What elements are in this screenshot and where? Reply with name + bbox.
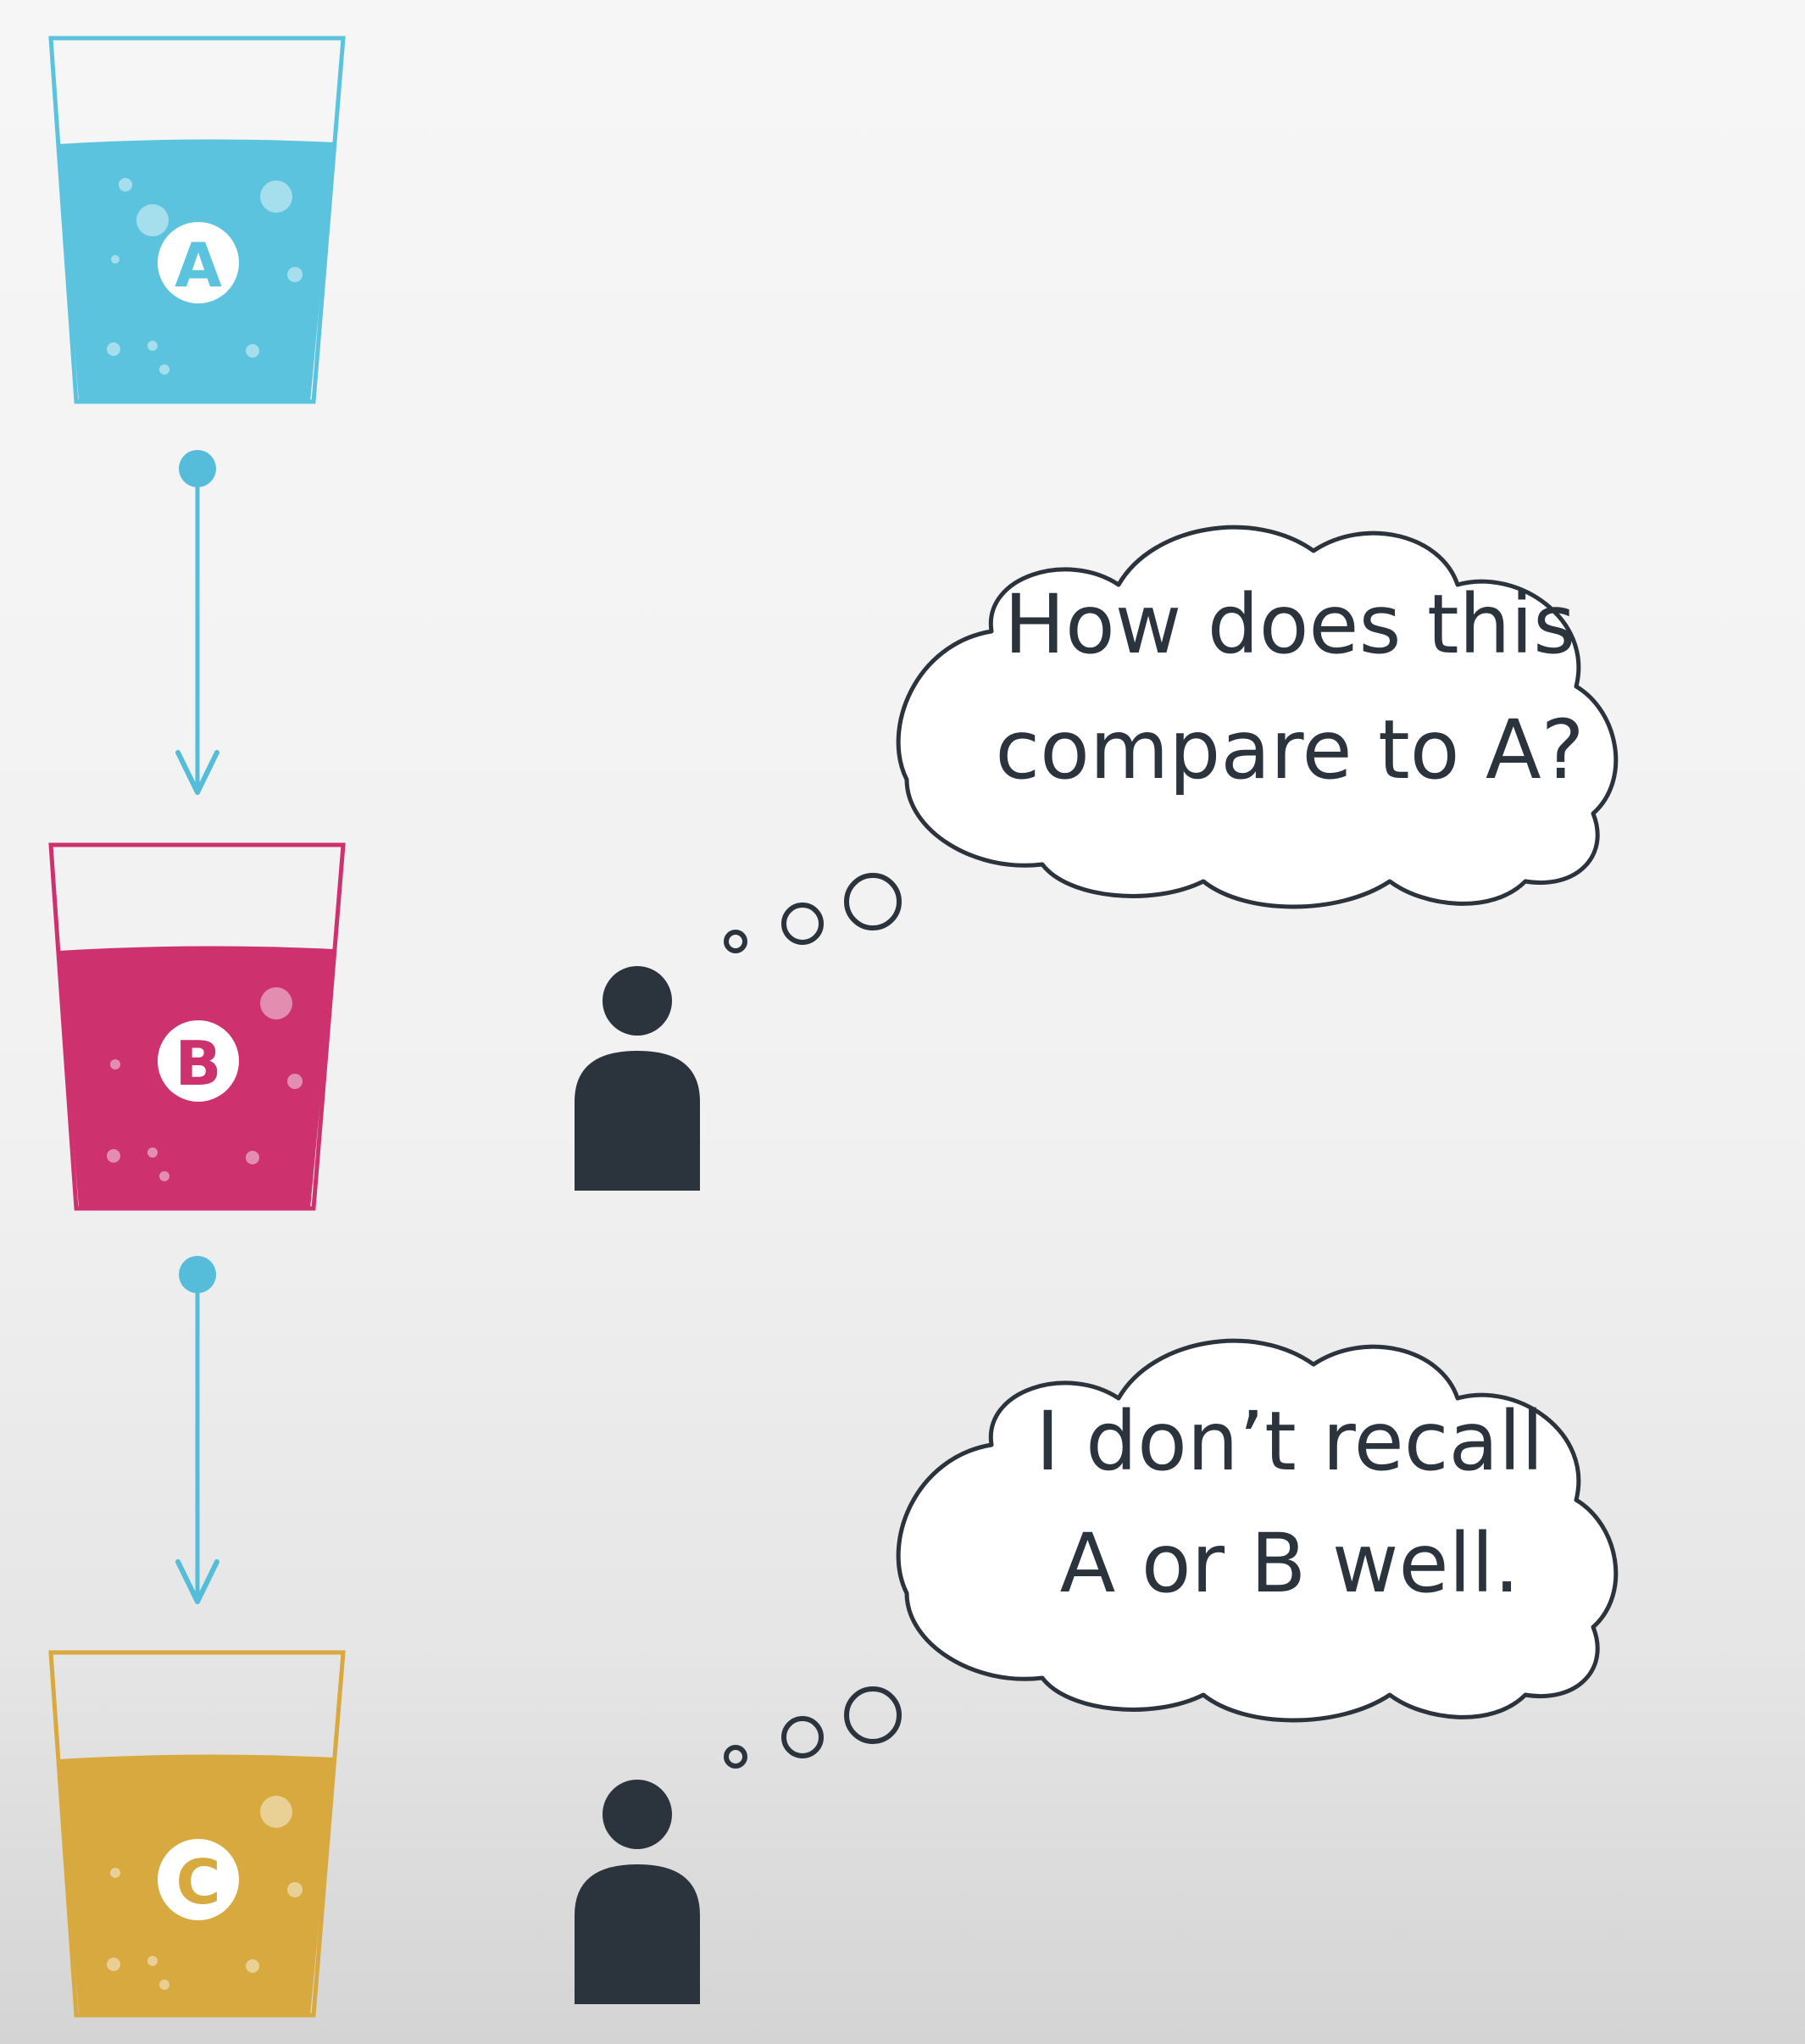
thought-bubble-1: How does this compare to A? [896, 525, 1619, 909]
arrow-b-to-c [175, 1256, 219, 1604]
cup-c: C [48, 1650, 346, 2018]
cup-b-letter: B [175, 1028, 222, 1099]
cup-a-bubbles [107, 178, 303, 375]
cup-a: A [48, 36, 346, 404]
cup-c-bubbles [107, 1796, 303, 1990]
thought-2-line-1: I don’t recall [1036, 1394, 1543, 1489]
thought-1-line-2: compare to A? [995, 703, 1584, 797]
cup-c-letter: C [176, 1847, 221, 1918]
cup-b: B [48, 842, 346, 1211]
cup-b-badge [158, 1020, 239, 1102]
cup-a-badge [158, 222, 239, 303]
thought-bubble-2: I don’t recall A or B well. [896, 1338, 1619, 1723]
person-icon [575, 1780, 700, 2004]
thought-2-line-2: A or B well. [1060, 1516, 1520, 1611]
arrow-a-to-b [175, 450, 219, 795]
cup-a-letter: A [175, 230, 222, 301]
cup-b-bubbles [107, 987, 303, 1181]
thought-trail-2 [724, 1686, 902, 1769]
thought-trail-1 [724, 873, 902, 953]
thought-1-line-1: How does this [1004, 577, 1575, 672]
person-icon [575, 966, 700, 1191]
cup-c-badge [158, 1839, 239, 1920]
